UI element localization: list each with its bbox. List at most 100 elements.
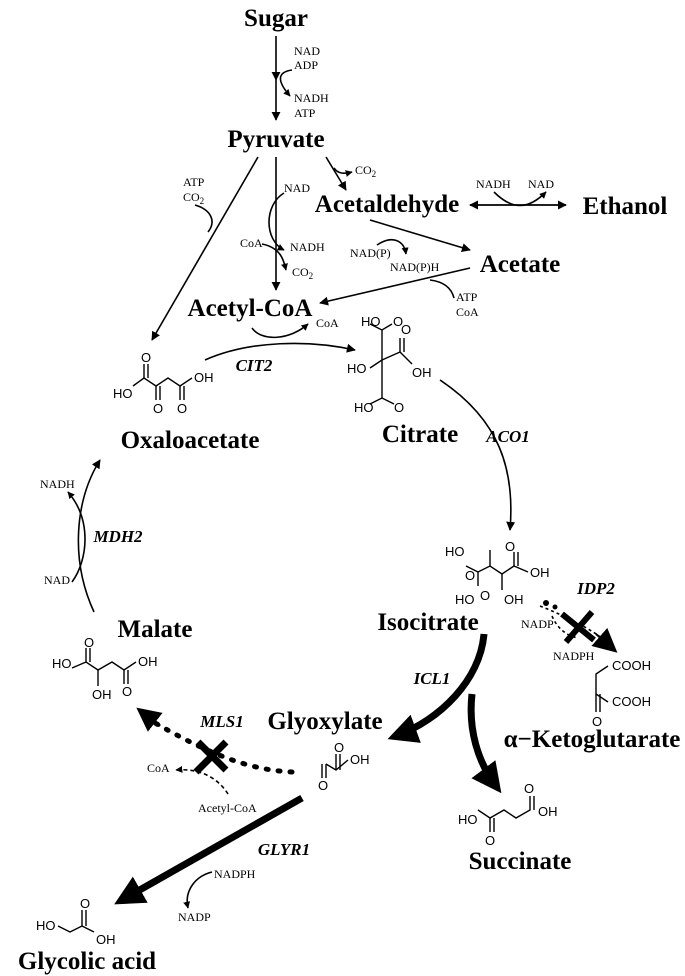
citrate-label: Citrate [382, 421, 458, 448]
gly-o: O [80, 896, 90, 911]
mls1-block-x [193, 739, 229, 775]
nadp-glyr1: NADP [178, 910, 211, 924]
aco1-label: ACO1 [485, 427, 529, 446]
ethanol-label: Ethanol [583, 193, 668, 220]
nad-glycolysis: NAD [294, 44, 320, 58]
gly-ho: HO [36, 918, 56, 933]
succinate-label: Succinate [469, 848, 572, 875]
succ-oh: OH [538, 804, 558, 819]
nadph-ald: NAD(P)H [390, 260, 440, 274]
pyruvate-to-acetaldehyde-arrow [325, 156, 353, 191]
atp-glycolysis: ATP [294, 106, 316, 120]
nadp-idp2: NADP [521, 617, 554, 631]
glx-o-1: O [334, 740, 344, 755]
idp2-label: IDP2 [576, 579, 615, 598]
iso-o-2: O [505, 539, 515, 554]
mal-o-2: O [122, 684, 132, 699]
pyruvate-to-oxaloacetate-arrow [151, 156, 259, 341]
succ-o-1: O [485, 833, 495, 848]
mls1-label: MLS1 [199, 712, 243, 731]
atp-acs: ATP [456, 290, 478, 304]
coa-mls1: CoA [147, 761, 170, 775]
nadh-pdh: NADH [290, 240, 325, 254]
gly-oh: OH [96, 932, 116, 947]
oaa-o3: O [177, 401, 187, 416]
succ-o-2: O [524, 781, 534, 796]
oaa-o2: O [153, 401, 163, 416]
atp-pyc: ATP [183, 175, 205, 189]
cit-ho-top: HO [361, 314, 381, 329]
mls1-arrow [136, 707, 295, 795]
oaa-o1: O [141, 350, 151, 365]
oxaloacetate-label: Oxaloacetate [121, 427, 260, 454]
icl1-label: ICL1 [413, 669, 451, 688]
akg-cooh-2: COOH [612, 694, 651, 709]
nad-adh: NAD [528, 177, 554, 191]
succinate-structure [477, 796, 535, 832]
idp2-block-x [560, 610, 596, 644]
iso-ho-2: HO [455, 592, 475, 607]
coa-cit2: CoA [316, 316, 339, 330]
iso-oh-2: OH [504, 592, 524, 607]
cit-oh-mid: OH [412, 365, 432, 380]
akg-o: O [592, 714, 602, 729]
iso-o-1: O [465, 568, 475, 583]
cit2-arrow [204, 323, 356, 361]
sugar-label: Sugar [244, 5, 308, 32]
nad-mdh2: NAD [44, 573, 70, 587]
iso-o-3: O [480, 588, 490, 603]
nadph-idp2: NADPH [553, 649, 595, 663]
succ-ho: HO [458, 812, 478, 827]
glycolic-acid-structure [57, 910, 95, 933]
nadh-mdh2: NADH [40, 477, 75, 491]
glx-oh: OH [350, 752, 370, 767]
co2-pyc: CO2 [183, 190, 204, 206]
nadp-ald: NAD(P) [350, 246, 391, 260]
nadh-adh: NADH [476, 177, 511, 191]
aco1-arrow [439, 379, 516, 531]
co2-pdh: CO2 [292, 265, 313, 281]
sugar-to-pyruvate-arrows [271, 36, 293, 121]
mdh2-arrow [67, 459, 101, 613]
mal-o-1: O [84, 635, 94, 650]
adp-glycolysis: ADP [294, 58, 318, 72]
malate-structure [71, 648, 137, 686]
cit-o-mid: O [401, 322, 411, 337]
oaa-ho: HO [113, 386, 133, 401]
glycolic-acid-label: Glycolic acid [18, 948, 156, 975]
mal-oh-1: OH [92, 687, 112, 702]
co2-pdc: CO2 [355, 163, 376, 179]
pyruvate-label: Pyruvate [227, 126, 324, 153]
mal-oh-2: OH [138, 654, 158, 669]
acetaldehyde-label: Acetaldehyde [315, 191, 459, 218]
malate-label: Malate [118, 616, 193, 643]
cit2-label: CIT2 [236, 356, 273, 375]
glx-o-2: O [318, 778, 328, 793]
acetate-to-acetyl-coa-arrow [319, 267, 471, 306]
oxaloacetate-structure [132, 364, 193, 400]
alpha-ketoglutarate-structure [595, 665, 609, 712]
oaa-oh: OH [194, 370, 214, 385]
isocitrate-label: Isocitrate [377, 609, 478, 636]
iso-oh-1: OH [530, 565, 550, 580]
acetaldehyde-to-acetate-arrow [369, 219, 471, 255]
glyoxylate-structure [321, 754, 349, 778]
coa-acs: CoA [456, 305, 479, 319]
glyr1-label: GLYR1 [258, 840, 310, 859]
cit-o-bot: O [394, 400, 404, 415]
cit-ho-bot: HO [354, 400, 374, 415]
nadph-glyr1: NADPH [214, 867, 256, 881]
nadh-glycolysis: NADH [294, 91, 329, 105]
glyr1-arrow [114, 794, 304, 909]
akg-cooh-1: COOH [612, 658, 651, 673]
acetaldehyde-ethanol-arrow [469, 191, 567, 210]
glyoxylate-label: Glyoxylate [267, 708, 382, 735]
acetyl-coa-mls1: Acetyl-CoA [198, 801, 257, 815]
nad-pdh: NAD [284, 181, 310, 195]
iso-ho-1: HO [445, 544, 465, 559]
isocitrate-structure [465, 550, 529, 590]
mdh2-label: MDH2 [92, 527, 143, 546]
citrate-structure [369, 323, 413, 405]
acetyl-coa-label: Acetyl-CoA [188, 295, 313, 322]
